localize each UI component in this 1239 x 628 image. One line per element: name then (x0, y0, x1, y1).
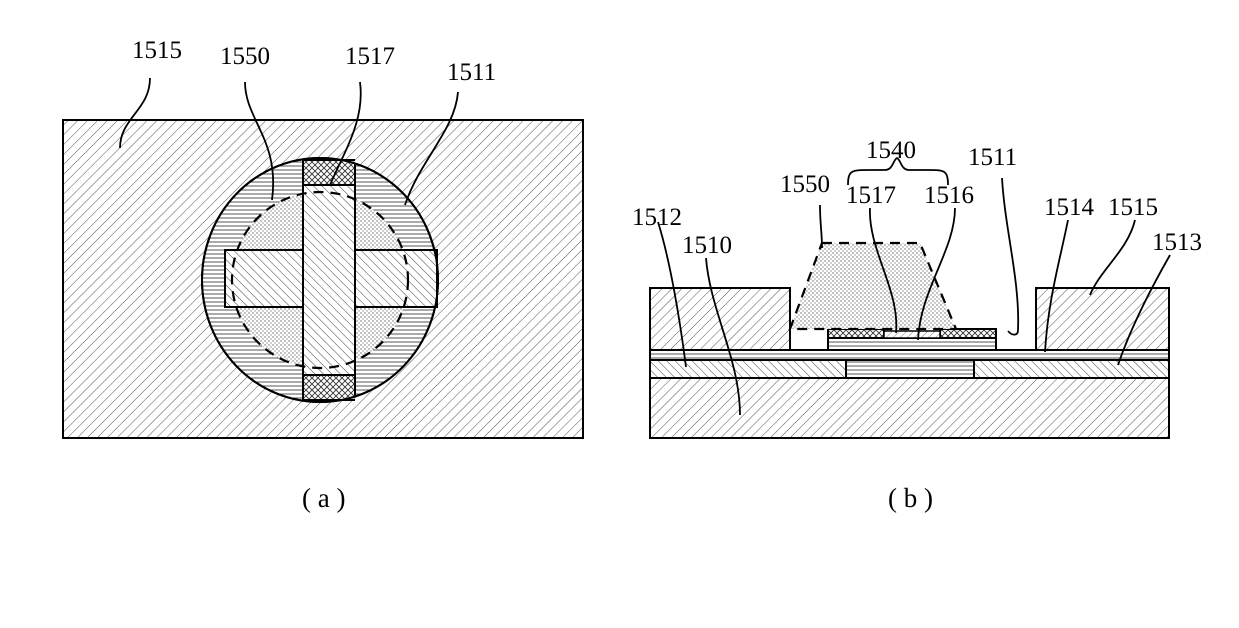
electrode-1516 (828, 338, 996, 350)
electrode-1517-right (940, 329, 996, 338)
label-1511-b: 1511 (968, 144, 1017, 171)
label-1540: 1540 (866, 137, 916, 164)
label-1515-a: 1515 (132, 37, 182, 64)
caption-a: ( a ) (302, 483, 345, 513)
caption-b: ( b ) (888, 483, 933, 513)
layer-1514 (650, 350, 1169, 360)
panel-b: 1540 1511 1550 1517 1516 1514 1515 1512 … (632, 137, 1202, 513)
label-1513: 1513 (1152, 229, 1202, 256)
substrate-1510 (650, 378, 1169, 438)
label-1550-b: 1550 (780, 171, 830, 198)
label-1517-b: 1517 (846, 182, 896, 209)
layer-1512-left (650, 360, 846, 378)
layer-1515-right (1036, 288, 1169, 350)
layer-1513-right (974, 360, 1169, 378)
label-1511-a: 1511 (447, 59, 496, 86)
label-1515-b: 1515 (1108, 194, 1158, 221)
label-1550-a: 1550 (220, 43, 270, 70)
label-1510: 1510 (682, 232, 732, 259)
label-1517-a: 1517 (345, 43, 395, 70)
label-1516: 1516 (924, 182, 974, 209)
center-layer (846, 360, 974, 378)
label-1512: 1512 (632, 204, 682, 231)
panel-a: 1515 1550 1517 1511 ( a ) (63, 37, 583, 513)
label-1514: 1514 (1044, 194, 1095, 221)
electrode-1517-left (828, 329, 884, 338)
